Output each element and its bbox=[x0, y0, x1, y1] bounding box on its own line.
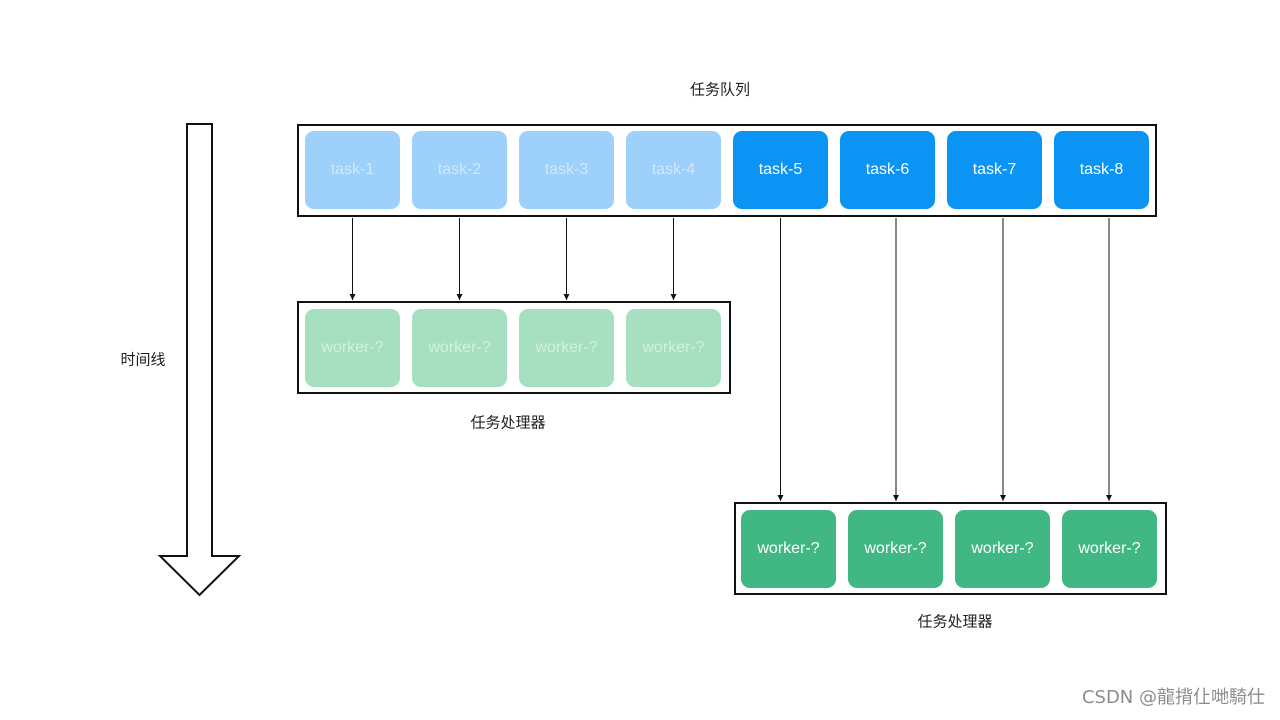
worker-card: worker-? bbox=[1062, 510, 1157, 588]
task-card-8: task-8 bbox=[1054, 131, 1149, 209]
task-card-4: task-4 bbox=[626, 131, 721, 209]
worker-card: worker-? bbox=[955, 510, 1050, 588]
task-card-6: task-6 bbox=[840, 131, 935, 209]
worker-card: worker-? bbox=[848, 510, 943, 588]
task-card-5: task-5 bbox=[733, 131, 828, 209]
worker-card: worker-? bbox=[305, 309, 400, 387]
task-card-3: task-3 bbox=[519, 131, 614, 209]
watermark-text: CSDN @龍揹仩哋騎仕 bbox=[1081, 687, 1265, 708]
task-queue-title: 任务队列 bbox=[689, 80, 751, 99]
task-card-7: task-7 bbox=[947, 131, 1042, 209]
task-queue-frame: task-1 task-2 task-3 task-4 task-5 task-… bbox=[297, 124, 1157, 217]
worker-card: worker-? bbox=[741, 510, 836, 588]
worker-group-2-frame: worker-? worker-? worker-? worker-? bbox=[734, 502, 1167, 595]
worker-card: worker-? bbox=[519, 309, 614, 387]
worker-group-2-label: 任务处理器 bbox=[917, 612, 993, 631]
timeline-label: 时间线 bbox=[120, 350, 166, 369]
worker-card: worker-? bbox=[626, 309, 721, 387]
timeline-arrow bbox=[157, 123, 242, 597]
task-card-2: task-2 bbox=[412, 131, 507, 209]
worker-group-1-frame: worker-? worker-? worker-? worker-? bbox=[297, 301, 731, 394]
task-card-1: task-1 bbox=[305, 131, 400, 209]
worker-group-1-label: 任务处理器 bbox=[470, 413, 546, 432]
worker-card: worker-? bbox=[412, 309, 507, 387]
